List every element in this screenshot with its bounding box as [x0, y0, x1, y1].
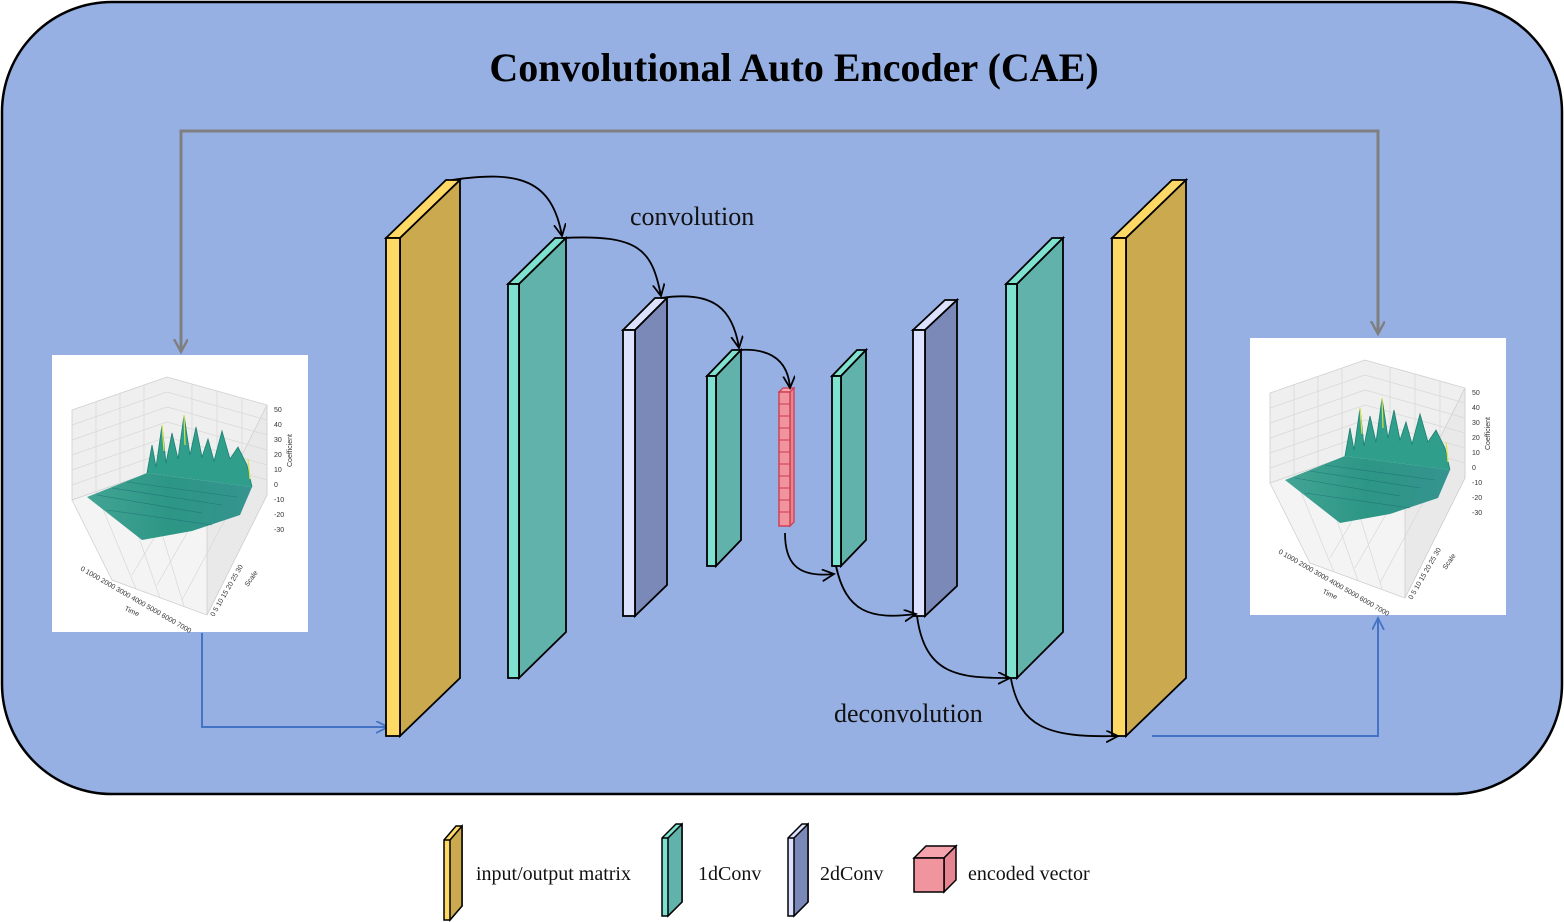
legend-label-conv1d: 1dConv: [698, 863, 761, 885]
deconvolution-label: deconvolution: [834, 699, 983, 728]
convolution-label: convolution: [630, 202, 754, 231]
flow-arrow-2: [561, 236, 661, 296]
encoded-vector: [777, 386, 796, 528]
legend-item-matrix: input/output matrix: [443, 823, 631, 922]
conv1d-encoder-layer-1: [505, 235, 569, 681]
legend-item-conv2d: 2dConv: [787, 822, 883, 918]
input-matrix-layer: [383, 177, 463, 739]
flow-arrow-7: [916, 615, 1010, 678]
diagram-title: Convolutional Auto Encoder (CAE): [489, 45, 1098, 90]
output-surface-plot: [1249, 337, 1507, 619]
legend-item-encoded: encoded vector: [912, 844, 1090, 894]
skip-connection-arrow: [179, 129, 1378, 352]
legend-label-encoded: encoded vector: [968, 863, 1090, 885]
output-flow-arrow: [1152, 618, 1378, 737]
input-surface-plot: [51, 354, 309, 636]
flow-arrow-3: [660, 295, 739, 348]
conv2d-decoder-layer: [910, 297, 960, 619]
flow-arrow-1: [451, 175, 562, 236]
legend-label-conv2d: 2dConv: [820, 863, 883, 885]
flow-arrow-6: [835, 565, 916, 616]
input-flow-arrow: [201, 633, 388, 727]
legend-item-conv1d: 1dConv: [661, 822, 761, 918]
legend: input/output matrix 1dConv 2dConv encode…: [443, 822, 1090, 922]
conv2d-encoder-layer: [620, 295, 670, 619]
output-matrix-layer: [1109, 177, 1189, 739]
flow-arrow-5: [784, 532, 834, 575]
conv1d-decoder-layer-2: [1003, 235, 1066, 681]
flow-arrow-4: [738, 348, 790, 388]
legend-label-matrix: input/output matrix: [476, 863, 631, 885]
conv1d-decoder-layer-1: [829, 347, 869, 569]
flow-arrow-8: [1010, 678, 1118, 736]
conv1d-encoder-layer-2: [704, 347, 744, 569]
